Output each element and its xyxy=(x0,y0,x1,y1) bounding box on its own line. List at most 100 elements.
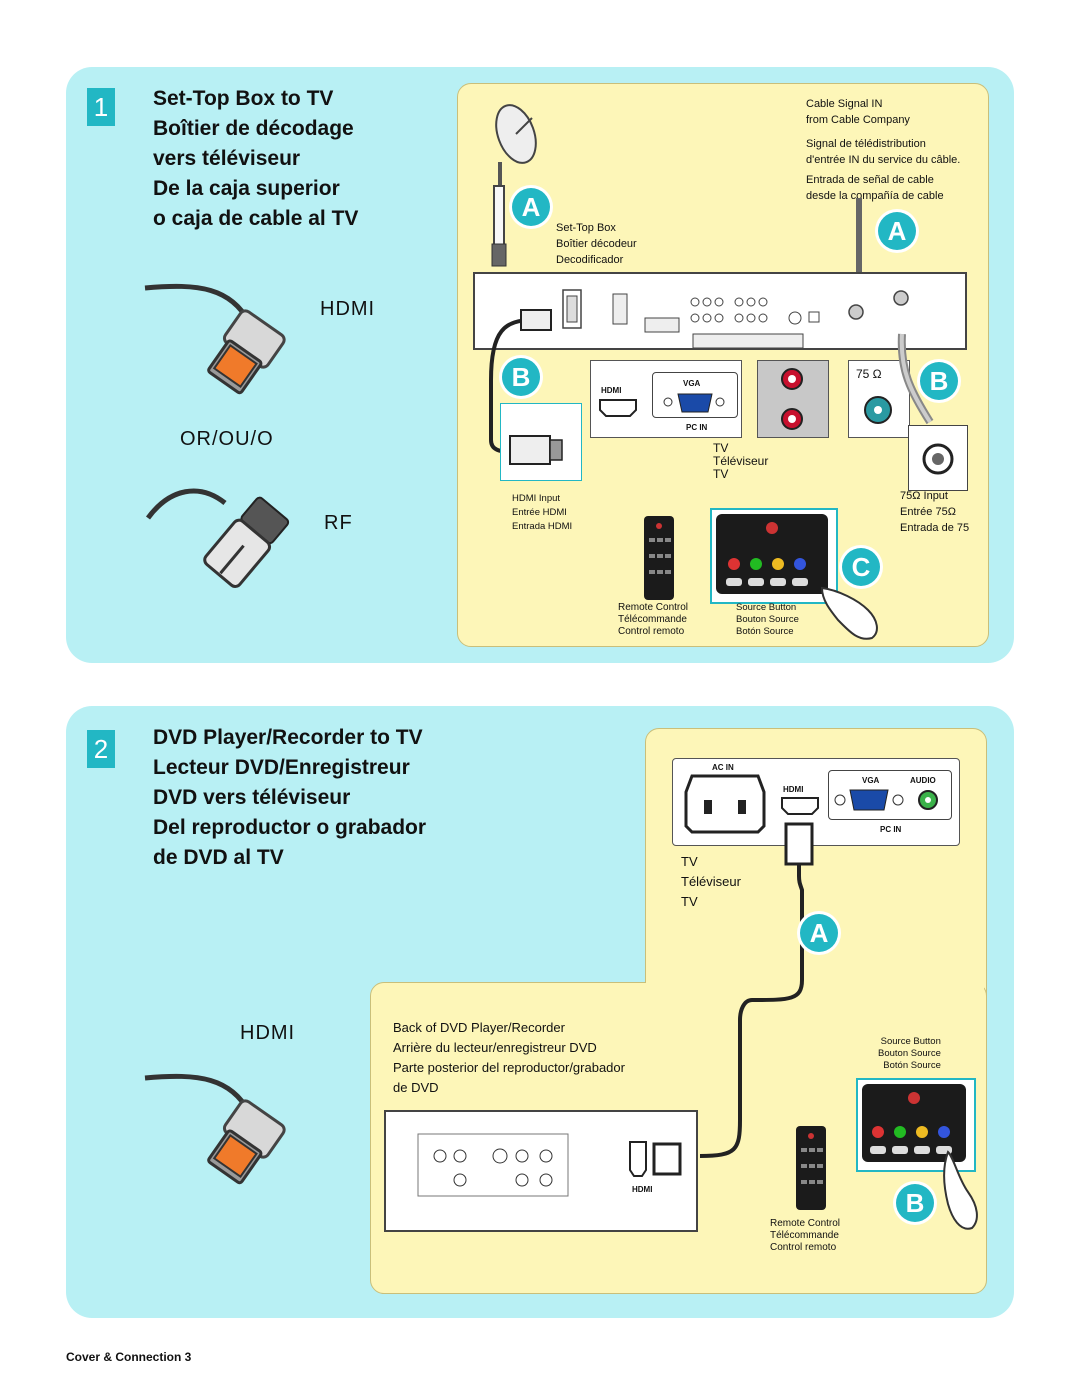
set-top-box-labels: Set-Top Box Boîtier décodeur Decodificad… xyxy=(556,220,637,268)
coax-port-icon xyxy=(864,396,892,424)
hdmi-port-icon xyxy=(599,399,637,417)
label-line: Entrée 75Ω xyxy=(900,506,956,518)
dvd-port-hdmi: HDMI xyxy=(632,1185,653,1194)
source-labels-1: Source Button Bouton Source Botón Source xyxy=(736,602,799,638)
ac-power-socket-icon xyxy=(684,774,766,834)
label-line: 75Ω Input xyxy=(900,490,948,502)
set-top-box-back-panel xyxy=(473,272,967,350)
label-line: Entrée HDMI xyxy=(512,507,567,518)
coax-cable-curve xyxy=(897,333,934,425)
hdmi-cable-icon xyxy=(144,283,286,395)
label-line: Boîtier décodeur xyxy=(556,238,637,250)
tv-ohm-mark: 75 Ω xyxy=(856,367,882,381)
title-line: Set-Top Box to TV xyxy=(153,87,334,110)
title-line: DVD vers téléviseur xyxy=(153,786,351,809)
hdmi-port-icon-2 xyxy=(781,797,819,815)
remote-zoom-buttons-2 xyxy=(862,1084,966,1162)
label-line: from Cable Company xyxy=(806,114,910,126)
pointing-hand-icon xyxy=(820,586,878,640)
remote-labels-2: Remote Control Télécommande Control remo… xyxy=(770,1218,840,1254)
ohm-input-labels: 75Ω Input Entrée 75Ω Entrada de 75 xyxy=(900,488,969,536)
badge-b-2: B xyxy=(896,1184,934,1222)
cable-signal-fr: Signal de télédistribution d'entrée IN d… xyxy=(806,136,960,168)
label-line: TV xyxy=(713,467,729,481)
badge-b-left: B xyxy=(502,358,540,396)
tv-labels-1: TV Téléviseur TV xyxy=(713,442,768,481)
badge-b-right: B xyxy=(920,362,958,400)
label-line: Botón Source xyxy=(736,626,794,637)
tv2-port-hdmi: HDMI xyxy=(783,785,804,794)
label-line: Source Button xyxy=(736,602,797,613)
label-line: Arrière du lecteur/enregistreur DVD xyxy=(393,1040,597,1055)
rf-cable-icon xyxy=(145,488,290,588)
label-line: Parte posterior del reproductor/grabador xyxy=(393,1060,625,1075)
dvd-back-labels: Back of DVD Player/Recorder Arrière du l… xyxy=(393,1018,625,1098)
label-line: Téléviseur xyxy=(681,874,741,889)
title-line: vers téléviseur xyxy=(153,147,301,170)
remote-zoom-buttons xyxy=(716,514,828,594)
hdmi-cable-icon-2 xyxy=(144,1073,286,1185)
dvd-ports-icon xyxy=(417,1133,569,1197)
label-line: Cable Signal IN xyxy=(806,98,883,110)
label-line: Entrada de 75 xyxy=(900,522,970,534)
satellite-dish-icon xyxy=(491,104,537,267)
label-line: Remote Control xyxy=(770,1218,841,1229)
label-line: Source Button xyxy=(880,1036,941,1047)
tv-coax-panel xyxy=(848,360,910,438)
step-number-1: 1 xyxy=(87,88,115,126)
remote-control-icon xyxy=(644,516,674,600)
label-line: Bouton Source xyxy=(878,1048,941,1059)
label-line: desde la compañía de cable xyxy=(806,190,944,202)
hdmi-cable-label-2: HDMI xyxy=(240,1022,296,1044)
hdmi-plug-icon xyxy=(509,435,563,465)
rca-jacks-icon xyxy=(781,368,803,430)
label-line: Télécommande xyxy=(618,614,687,625)
badge-a-2: A xyxy=(800,914,838,952)
label-line: Decodificador xyxy=(556,254,624,266)
source-labels-2: Source Button Bouton Source Botón Source xyxy=(878,1036,941,1072)
label-line: Bouton Source xyxy=(736,614,799,625)
remote-control-icon-2 xyxy=(796,1126,826,1210)
tv2-port-vga: VGA xyxy=(862,776,880,785)
tv-port-hdmi: HDMI xyxy=(601,386,622,395)
step-number-2: 2 xyxy=(87,730,115,768)
title-line: DVD Player/Recorder to TV xyxy=(153,726,423,749)
label-line: Set-Top Box xyxy=(556,222,616,234)
badge-c: C xyxy=(842,548,880,586)
hdmi-cable-label: HDMI xyxy=(320,298,376,320)
label-line: Signal de télédistribution xyxy=(806,138,926,150)
vga-port-icon-2 xyxy=(834,789,938,811)
label-line: Botón Source xyxy=(883,1060,941,1071)
label-line: Télécommande xyxy=(770,1230,839,1241)
label-line: Control remoto xyxy=(618,626,685,637)
cream-join xyxy=(646,975,984,995)
rf-cable-label: RF xyxy=(324,512,353,534)
label-line: Remote Control xyxy=(618,602,689,613)
hdmi-input-labels: HDMI Input Entrée HDMI Entrada HDMI xyxy=(512,492,572,534)
vga-port-icon xyxy=(663,393,725,413)
cable-signal-en: Cable Signal IN from Cable Company xyxy=(806,96,910,128)
label-line: Back of DVD Player/Recorder xyxy=(393,1020,565,1035)
label-line: TV xyxy=(713,441,729,455)
label-line: Entrada de señal de cable xyxy=(806,174,934,186)
title-line: o caja de cable al TV xyxy=(153,207,359,230)
label-line: HDMI Input xyxy=(512,493,561,504)
title-line: De la caja superior xyxy=(153,177,340,200)
label-line: Entrada HDMI xyxy=(512,521,573,532)
cable-signal-es: Entrada de señal de cable desde la compa… xyxy=(806,172,944,204)
page-footer: Cover & Connection 3 xyxy=(66,1350,192,1364)
tv2-port-pcin: PC IN xyxy=(880,825,902,834)
title-line: Lecteur DVD/Enregistreur xyxy=(153,756,410,779)
tv2-port-acin: AC IN xyxy=(712,763,734,772)
label-line: de DVD xyxy=(393,1080,439,1095)
or-label: OR/OU/O xyxy=(180,428,274,450)
label-line: TV xyxy=(681,854,698,869)
remote-labels-1: Remote Control Télécommande Control remo… xyxy=(618,602,688,638)
tv2-port-audio: AUDIO xyxy=(910,776,936,785)
label-line: Téléviseur xyxy=(713,454,769,468)
hdmi-cable-line-2 xyxy=(699,822,814,1158)
title-line: Del reproductor o grabador xyxy=(153,816,427,839)
badge-a-right: A xyxy=(878,212,916,250)
label-line: TV xyxy=(681,894,698,909)
tv-labels-2: TV Téléviseur TV xyxy=(681,852,741,912)
